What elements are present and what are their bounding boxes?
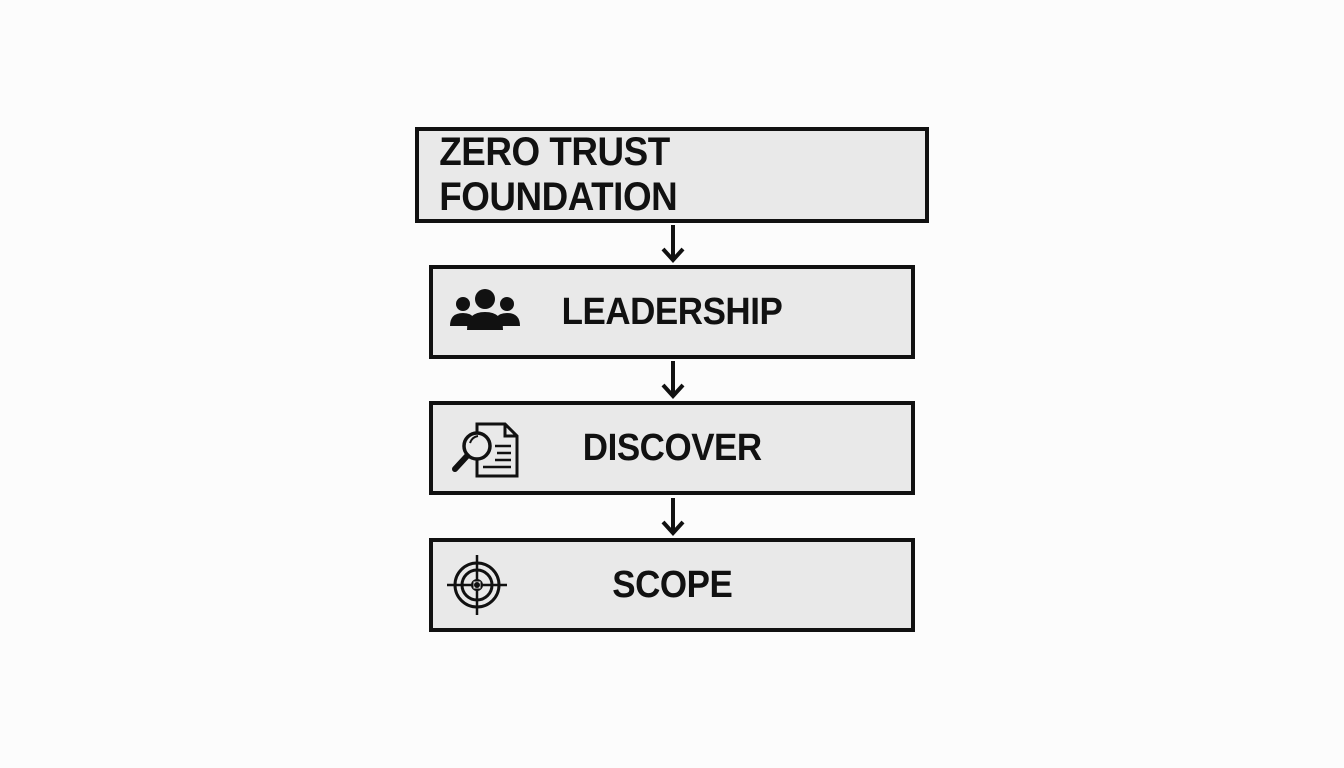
step-leadership-box: LEADERSHIP (429, 265, 915, 359)
document-search-icon (452, 422, 519, 478)
step-label: SCOPE (611, 563, 733, 606)
step-discover-box: DISCOVER (429, 401, 915, 495)
title-label: ZERO TRUST FOUNDATION (439, 130, 678, 219)
down-arrow-icon (661, 225, 685, 263)
step-label: DISCOVER (582, 426, 762, 469)
step-scope-box: SCOPE (429, 538, 915, 632)
down-arrow-icon (661, 498, 685, 536)
step-label: LEADERSHIP (561, 290, 783, 333)
down-arrow-icon (661, 361, 685, 399)
target-crosshair-icon (447, 555, 507, 615)
title-box: ZERO TRUST FOUNDATION (415, 127, 929, 223)
people-group-icon (450, 289, 520, 330)
